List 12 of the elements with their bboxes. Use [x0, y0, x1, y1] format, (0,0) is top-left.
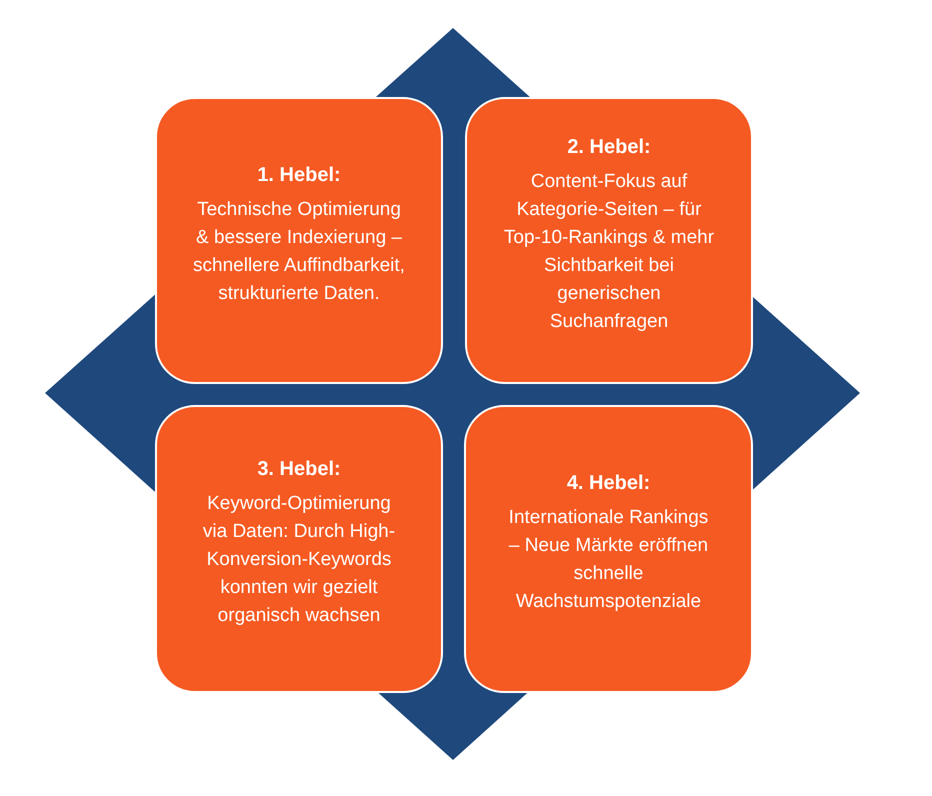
box-text: Keyword-Optimierung via Daten: Durch High-Konversion-Keywords konnten wir gezielt organisch wachsen [202, 492, 396, 628]
box-text: Content-Fokus auf Kategorie-Seiten – für Top-10-Rankings & mehr Sichtbarkeit bei generischen Suchanfragen [503, 170, 715, 334]
rounded-box [155, 97, 443, 384]
rounded-box [155, 405, 443, 693]
box-heading: 1. Hebel: [257, 162, 341, 188]
rounded-box [465, 97, 753, 384]
box-heading: 4. Hebel: [566, 471, 650, 496]
box-heading: 3. Hebel: [257, 457, 341, 482]
rounded-box [464, 405, 753, 693]
box-text: Internationale Rankings – Neue Märkte eröffnen schnelle Wachstumspotenziale [508, 506, 710, 614]
box-text: Technische Optimierung & bessere Indexierung – schnellere Auffindbarkeit, strukturierte Daten. [193, 198, 405, 306]
box-heading: 2. Hebel: [567, 134, 651, 160]
